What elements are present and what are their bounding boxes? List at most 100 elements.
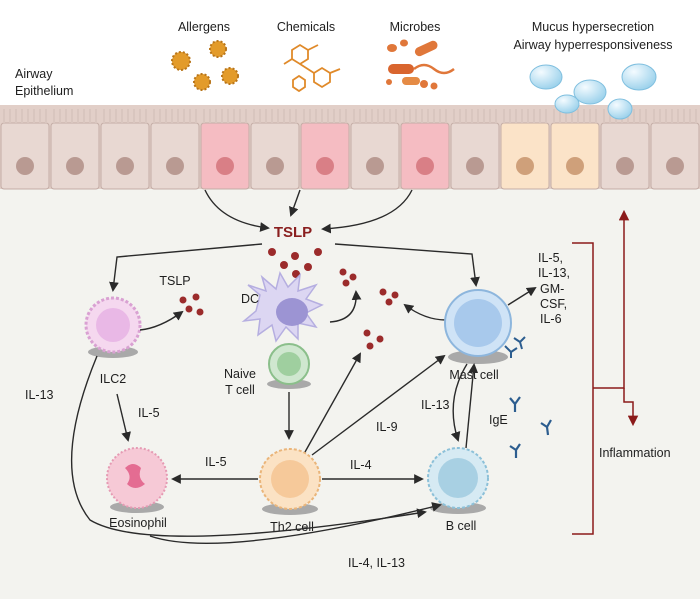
epithelial-nucleus (316, 157, 334, 175)
cilia (3, 109, 47, 123)
cilia (153, 109, 197, 123)
epithelial-cell (550, 122, 600, 190)
epithelial-cell (150, 122, 200, 190)
ilc2-label: ILC2 (100, 372, 126, 386)
mucus-bubbles-icon (529, 63, 657, 120)
microbes-label: Microbes (390, 20, 441, 34)
b-cell-label: B cell (446, 519, 477, 533)
tslp-dots-mast (363, 288, 399, 350)
epithelial-nucleus (216, 157, 234, 175)
cilia (203, 109, 247, 123)
eosinophil-to-bcell-arrow (149, 502, 442, 544)
mast-product-1: IL-5, (538, 251, 563, 265)
th2-cell (259, 448, 321, 515)
chemicals-label: Chemicals (277, 20, 335, 34)
epithelial-nucleus (366, 157, 384, 175)
tslp-distribution-arrows (109, 243, 480, 292)
cilia (553, 109, 597, 123)
mast-product-2: IL-13, (538, 266, 570, 280)
b-cell (427, 447, 489, 514)
il4-label: IL-4 (350, 458, 372, 472)
th2-to-tslp-arrow (304, 352, 361, 453)
cilia (53, 109, 97, 123)
eosinophil-label: Eosinophil (109, 516, 167, 530)
epithelium-to-tslp-arrows (204, 189, 413, 234)
dendritic-cell (241, 271, 324, 343)
ilc2-to-tslp-arrow (139, 310, 184, 331)
tslp-main-label: TSLP (274, 224, 312, 241)
allergen-pollen-icon (171, 40, 239, 91)
epithelial-nucleus (666, 157, 684, 175)
tslp-small-label: TSLP (159, 274, 190, 288)
epithelial-cell (400, 122, 450, 190)
mast-cell-label: Mast cell (449, 368, 498, 382)
tslp-small-dots (179, 293, 204, 316)
mast-product-5: IL-6 (540, 312, 562, 326)
tissue-background (0, 185, 700, 599)
il13-left-label: IL-13 (25, 388, 54, 402)
dc-to-tslp-arrow (329, 290, 362, 323)
microbe-icon (386, 39, 455, 90)
epithelial-nucleus (116, 157, 134, 175)
mast-to-bcell-arrow (450, 363, 468, 442)
naive-t-label-line1: Naive (224, 367, 256, 381)
cilia (353, 109, 397, 123)
epithelial-nucleus (16, 157, 34, 175)
epithelial-nucleus (616, 157, 634, 175)
cilia (303, 109, 347, 123)
epithelial-cell (450, 122, 500, 190)
epithelial-cell (350, 122, 400, 190)
epithelial-cell (500, 122, 550, 190)
il5-left-label: IL-5 (205, 455, 227, 469)
epithelial-nucleus (566, 157, 584, 175)
cilia (503, 109, 547, 123)
epithelial-cell (600, 122, 650, 190)
epithelium-label-line2: Epithelium (15, 84, 73, 98)
epithelial-nucleus (66, 157, 84, 175)
epithelial-cell (200, 122, 250, 190)
naive-t-cell (267, 343, 311, 389)
cilia (253, 109, 297, 123)
epithelial-nucleus (466, 157, 484, 175)
il13-mast-label: IL-13 (421, 398, 450, 412)
ilc2-to-eosinophil-arrow (116, 393, 131, 442)
tslp-dots-dc (339, 268, 357, 287)
th2-to-mast-arrow (311, 354, 446, 456)
epithelial-cell (100, 122, 150, 190)
mast-cell (444, 289, 526, 364)
il4-il13-label: IL-4, IL-13 (348, 556, 405, 570)
allergens-label: Allergens (178, 20, 230, 34)
bcell-to-mast-arrow (465, 363, 479, 449)
eosinophil-cell (106, 447, 168, 513)
ige-antibody-icon (509, 396, 552, 458)
naive-t-label-line2: T cell (225, 383, 255, 397)
airway-epithelium (0, 105, 700, 190)
mast-product-4: CSF, (540, 297, 567, 311)
cilia (453, 109, 497, 123)
epithelial-cell (650, 122, 700, 190)
epithelial-nucleus (416, 157, 434, 175)
dc-label: DC (241, 292, 259, 306)
cilia (103, 109, 147, 123)
cilia (653, 109, 697, 123)
epithelial-cell (300, 122, 350, 190)
ilc2-cell (84, 296, 142, 358)
epithelial-nucleus (166, 157, 184, 175)
inflammation-label: Inflammation (599, 446, 671, 460)
cilia (403, 109, 447, 123)
mast-to-tslp-arrow (403, 303, 447, 321)
epithelial-nucleus (516, 157, 534, 175)
epithelium-label-line1: Airway (15, 67, 53, 81)
mast-to-products-arrow (507, 286, 537, 306)
epithelial-nucleus (266, 157, 284, 175)
outcome-label-line2: Airway hyperresponsiveness (513, 38, 672, 52)
chemical-molecule-icon (283, 43, 341, 93)
ilc2-to-bcell-arrow (70, 355, 427, 537)
inflammation-bracket (572, 209, 639, 535)
outcome-label-line1: Mucus hypersecretion (532, 20, 654, 34)
il9-label: IL-9 (376, 420, 398, 434)
il5-down-label: IL-5 (138, 406, 160, 420)
epithelial-cell (250, 122, 300, 190)
